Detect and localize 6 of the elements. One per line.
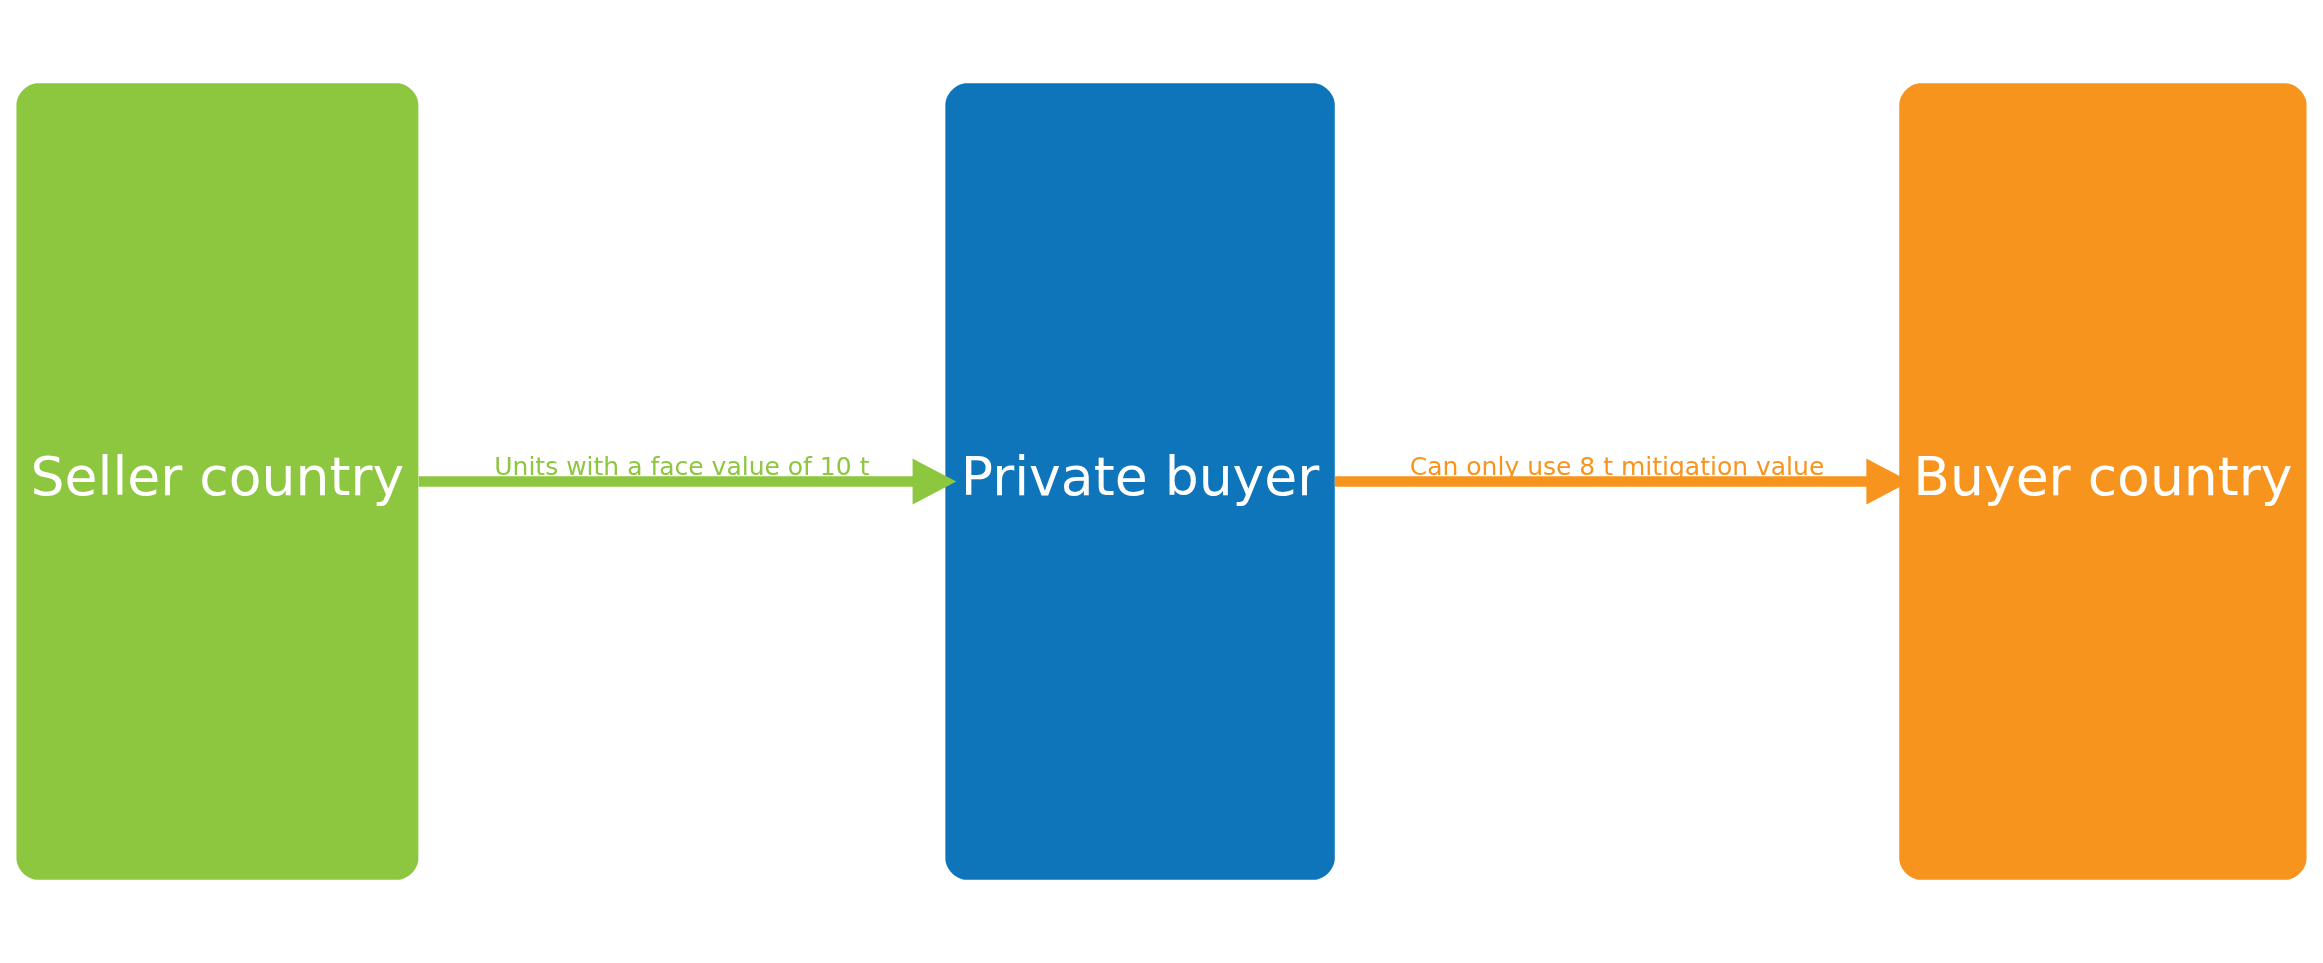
node-box: Private buyer <box>945 83 1335 880</box>
arrow <box>418 458 957 505</box>
node-box: Buyer country <box>1899 83 2307 880</box>
node-box: Seller country <box>16 83 419 880</box>
edge-label: Can only use 8 t mitigation value <box>1409 451 1825 481</box>
edge-label: Units with a face value of 10 t <box>494 451 870 481</box>
